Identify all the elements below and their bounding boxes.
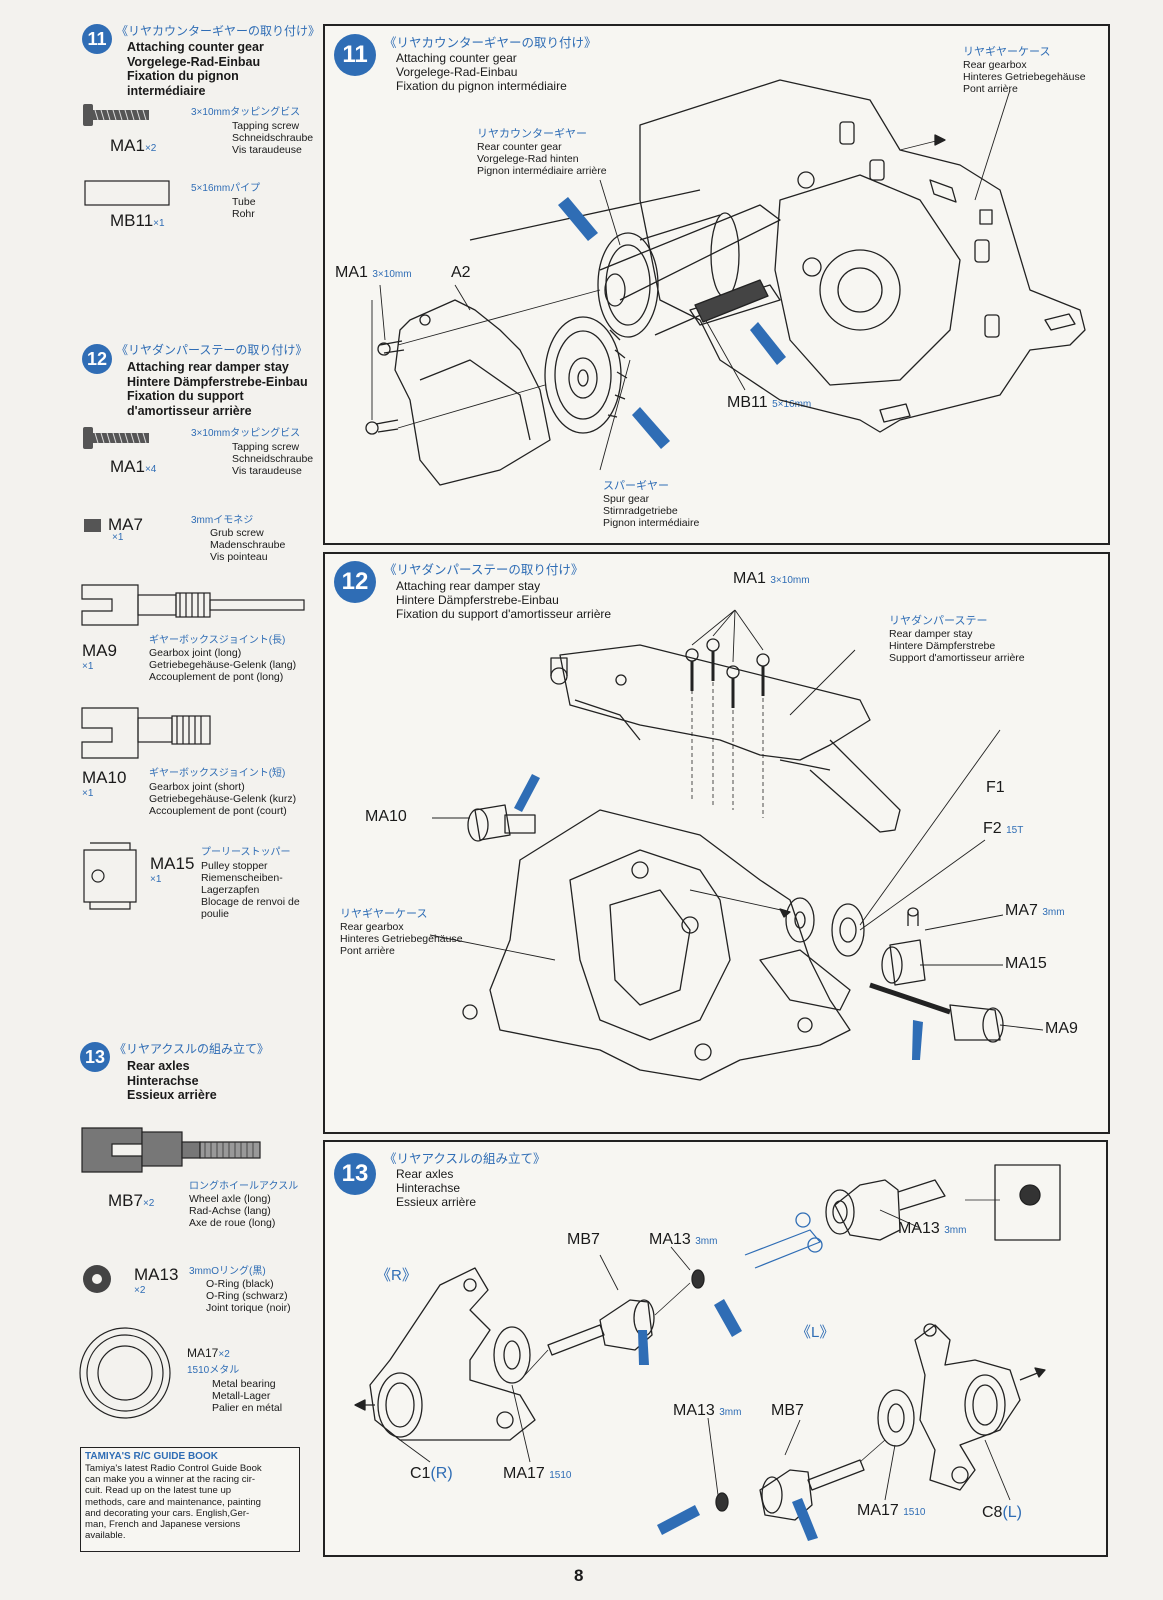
part-code-ma1: MA1×4	[110, 457, 157, 476]
panel-12-badge: 12	[334, 561, 376, 603]
part-description: Gearbox joint (long) Getriebegehäuse-Gel…	[149, 647, 297, 683]
step-11-title: Attaching counter gear Vorgelege-Rad-Ein…	[127, 40, 264, 98]
part-jp-label: 1510メタル	[187, 1365, 240, 1376]
ma15-callout: MA15	[1005, 955, 1047, 972]
part-jp-label: ギヤーボックスジョイント(長)	[149, 635, 286, 646]
step-13-jp-title: 《リヤアクスルの組み立て》	[114, 1042, 270, 1056]
guide-book-box: TAMIYA'S R/C GUIDE BOOK Tamiya's latest …	[80, 1447, 300, 1552]
part-jp-label: 3mmイモネジ	[191, 515, 254, 526]
part-description: Pulley stopper Riemenscheiben- Lagerzapf…	[201, 860, 300, 920]
counter-gear-label: リヤカウンターギヤー Rear counter gear Vorgelege-R…	[477, 128, 607, 177]
panel-11-badge: 11	[334, 34, 376, 76]
c8-callout: C8(L)	[982, 1504, 1023, 1521]
part-jp-label: 5×16mmパイプ	[191, 183, 261, 194]
ma13-callout: MA13 3mm	[898, 1220, 967, 1237]
part-jp-label: プーリーストッパー	[201, 847, 291, 858]
right-side-label: 《R》	[376, 1267, 417, 1284]
part-jp-label: ロングホイールアクスル	[189, 1181, 299, 1192]
ma17-callout: MA17 1510	[857, 1502, 926, 1519]
part-description: Tapping screw Schneidschraube Vis taraud…	[232, 120, 314, 156]
tapping-screw-icon	[83, 104, 149, 126]
page-number: 8	[574, 1566, 584, 1585]
tapping-screw-icon	[83, 427, 149, 449]
panel-13-jp-title: 《リヤアクスルの組み立て》	[384, 1152, 546, 1166]
c1-callout: C1(R)	[410, 1465, 453, 1482]
rear-gearbox-label: リヤギヤーケース Rear gearbox Hinteres Getriebeg…	[963, 46, 1086, 95]
ma13-callout: MA13 3mm	[673, 1402, 742, 1419]
ma17-callout: MA17 1510	[503, 1465, 572, 1482]
part-description: Grub screw Madenschraube Vis pointeau	[210, 527, 286, 563]
step-11-jp-title: 《リヤカウンターギヤーの取り付け》	[116, 24, 321, 38]
gearbox-joint-long-icon	[81, 584, 305, 626]
ma10-callout: MA10	[365, 808, 407, 825]
gearbox-joint-short-icon	[81, 707, 211, 759]
part-jp-label: ギヤーボックスジョイント(短)	[149, 768, 286, 779]
damper-stay-label: リヤダンパーステー Rear damper stay Hintere Dämpf…	[889, 615, 1025, 664]
ma1-callout: MA1 3×10mm	[733, 570, 810, 587]
panel-13-badge: 13	[334, 1153, 376, 1195]
wheel-axle-long-icon	[81, 1127, 261, 1173]
panel-step-11	[323, 24, 1110, 545]
part-description: O-Ring (black) O-Ring (schwarz) Joint to…	[206, 1278, 291, 1314]
guide-book-title: TAMIYA'S R/C GUIDE BOOK	[85, 1451, 218, 1462]
grub-screw-icon	[84, 519, 101, 532]
part-code-mb11: MB11×1	[110, 211, 165, 230]
part-jp-label: 3×10mmタッピングビス	[191, 107, 301, 118]
tube-icon	[84, 180, 170, 206]
part-jp-label: 3mmOリング(黒)	[189, 1266, 266, 1277]
part-description: Gearbox joint (short) Getriebegehäuse-Ge…	[149, 781, 297, 817]
part-description: Wheel axle (long) Rad-Achse (lang) Axe d…	[189, 1193, 276, 1229]
part-code-ma7: MA7 ×1	[108, 515, 143, 543]
part-description: Tapping screw Schneidschraube Vis taraud…	[232, 441, 314, 477]
part-jp-label: 3×10mmタッピングビス	[191, 428, 301, 439]
part-code-mb7: MB7×2	[108, 1191, 155, 1210]
part-description: Tube Rohr	[232, 196, 256, 220]
ma1-callout: MA1 3×10mm	[335, 264, 412, 281]
mb7-callout: MB7	[771, 1402, 804, 1419]
metal-bearing-icon	[79, 1327, 171, 1419]
ma13-callout: MA13 3mm	[649, 1231, 718, 1248]
f1-callout: F1	[986, 779, 1005, 796]
panel-12-jp-title: 《リヤダンパーステーの取り付け》	[384, 563, 584, 577]
step-12-title: Attaching rear damper stay Hintere Dämpf…	[127, 360, 308, 418]
left-side-label: 《L》	[796, 1324, 835, 1341]
part-code-ma17: MA17×2	[187, 1346, 230, 1360]
part-code-ma9: MA9 ×1	[82, 641, 117, 672]
mb7-callout: MB7	[567, 1231, 600, 1248]
ma9-callout: MA9	[1045, 1020, 1078, 1037]
a2-callout: A2	[451, 264, 471, 281]
f2-callout: F2 15T	[983, 820, 1024, 837]
panel-11-jp-title: 《リヤカウンターギヤーの取り付け》	[384, 36, 597, 50]
guide-book-text: Tamiya's latest Radio Control Guide Book…	[85, 1463, 262, 1542]
pulley-stopper-icon	[83, 842, 137, 910]
step-12-badge: 12	[82, 344, 112, 374]
part-code-ma13: MA13 ×2	[134, 1265, 179, 1296]
mb11-callout: MB11 5×16mm	[727, 394, 812, 411]
spur-gear-label: スパーギヤー Spur gear Stirnradgetriebe Pignon…	[603, 480, 700, 529]
part-code-ma10: MA10 ×1	[82, 768, 127, 799]
step-12-jp-title: 《リヤダンパーステーの取り付け》	[116, 343, 308, 357]
step-11-badge: 11	[82, 24, 112, 54]
rear-gearbox-label: リヤギヤーケース Rear gearbox Hinteres Getriebeg…	[340, 908, 463, 957]
step-13-title: Rear axles Hinterachse Essieux arrière	[127, 1059, 217, 1102]
step-13-badge: 13	[80, 1042, 110, 1072]
part-code-ma15: MA15 ×1	[150, 854, 195, 885]
part-description: Metal bearing Metall-Lager Palier en mét…	[212, 1378, 283, 1414]
part-code-ma1: MA1×2	[110, 136, 157, 155]
ma7-callout: MA7 3mm	[1005, 902, 1065, 919]
